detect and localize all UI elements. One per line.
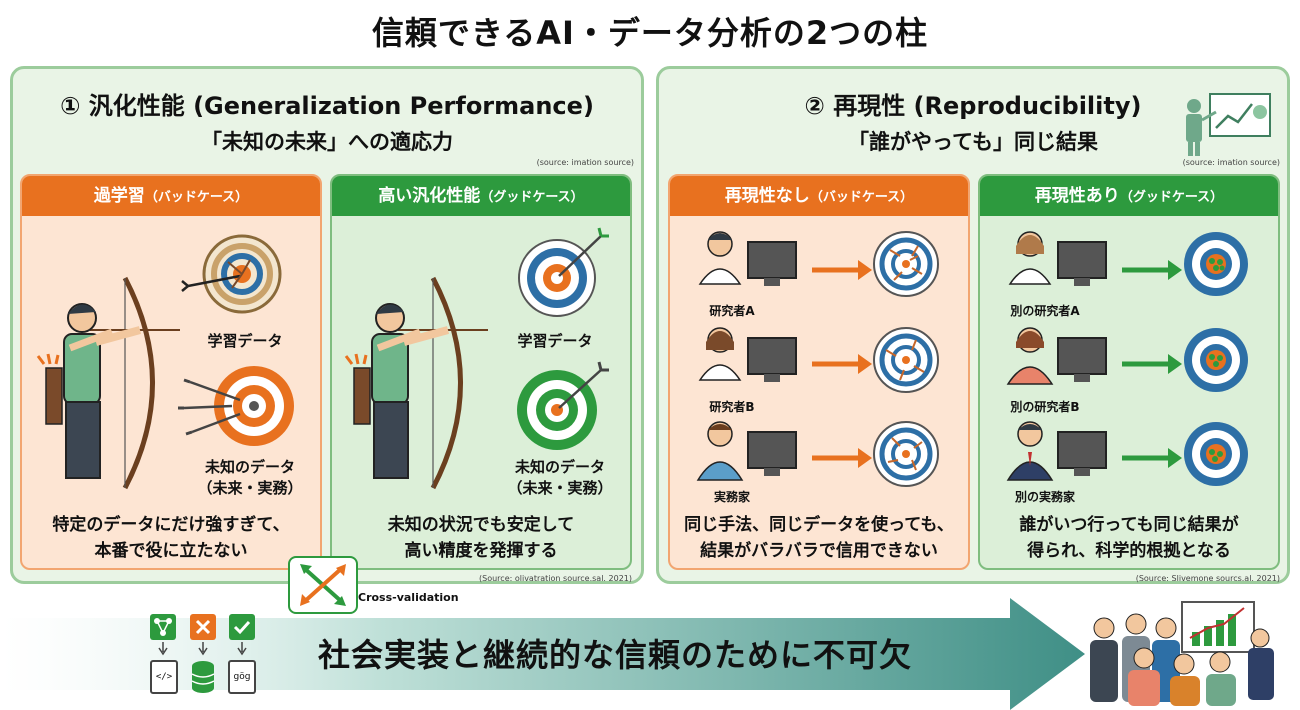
- unknown-data-label: 未知のデータ （未来・実務）: [507, 458, 613, 497]
- reproducibility-title: ② 再現性 (Reproducibility): [804, 92, 1142, 120]
- reproducibility-bottom-source: (Source: Slivemone sourcs.al. 2021): [1135, 574, 1280, 583]
- no-reproducibility-heading: 再現性なし（バッドケース）: [670, 176, 968, 216]
- team-presentation-illustration: [1090, 601, 1274, 706]
- banner-text: 社会実装と継続的な信頼のために不可欠: [318, 636, 913, 674]
- document-icon: gög: [228, 660, 256, 694]
- cross-validation-badge: [288, 556, 358, 614]
- researcher-row: [698, 231, 939, 297]
- overfitting-heading: 過学習（バッドケース）: [22, 176, 320, 216]
- unknown-target-icon: [178, 366, 294, 446]
- code-file-icon: </>: [150, 660, 178, 694]
- training-data-label: 学習データ: [207, 332, 283, 350]
- cross-arrows-icon: [300, 564, 346, 606]
- researcher-a-label: 研究者A: [709, 304, 755, 318]
- no-reproducibility-caption: 同じ手法、同じデータを使っても、 結果がバラバラで信用できない: [684, 515, 954, 561]
- researcher-row: [698, 327, 939, 393]
- generalization-subtitle: 「未知の未来」への適応力: [201, 130, 453, 154]
- practitioner-row: [696, 421, 939, 487]
- archer-illustration: [344, 276, 488, 490]
- training-target-icon: [518, 227, 609, 317]
- researcher-b-label: 研究者B: [709, 400, 755, 414]
- researcher-row: [1008, 231, 1248, 296]
- other-practitioner-label: 別の実務家: [1014, 490, 1075, 504]
- researcher-row: [1006, 327, 1248, 392]
- database-icon: [191, 661, 215, 693]
- reproducibility-good-caption: 誰がいつ行っても同じ結果が 得られ、科学的根拠となる: [1019, 515, 1239, 561]
- generalization-title: ① 汎化性能 (Generalization Performance): [60, 92, 594, 120]
- generalization-bottom-source: (Source: olivatration source.sal. 2021): [479, 574, 632, 583]
- other-researcher-a-label: 別の研究者A: [1010, 304, 1080, 318]
- generalization-good-heading: 高い汎化性能（グッドケース）: [332, 176, 630, 216]
- close-icon: [190, 614, 216, 640]
- reproducibility-source: (source: imation source): [1182, 158, 1280, 167]
- overfitting-caption: 特定のデータにだけ強すぎて、 本番で役に立たない: [52, 515, 290, 561]
- overfitting-card: 過学習（バッドケース）: [20, 174, 322, 570]
- check-icon: [229, 614, 255, 640]
- banner-arrow: [0, 598, 1085, 710]
- training-data-label: 学習データ: [517, 332, 593, 350]
- reproducibility-good-heading: 再現性あり（グッドケース）: [980, 176, 1278, 216]
- presentation-icon: [1186, 93, 1271, 156]
- generalization-good-caption: 未知の状況でも安定して 高い精度を発揮する: [387, 515, 575, 561]
- unknown-target-icon: [517, 361, 609, 450]
- cross-validation-label: Cross-validation: [358, 591, 459, 604]
- archer-illustration: [36, 276, 180, 490]
- down-arrows-icon: [158, 642, 247, 656]
- reproducibility-subtitle: 「誰がやっても」同じ結果: [848, 130, 1098, 154]
- network-icon: [150, 614, 176, 640]
- generalization-source: (source: imation source): [536, 158, 634, 167]
- other-researcher-b-label: 別の研究者B: [1010, 400, 1080, 414]
- training-target-icon: [181, 234, 282, 314]
- practitioner-row: [1006, 421, 1248, 486]
- unknown-data-label: 未知のデータ （未来・実務）: [197, 458, 303, 497]
- page-title: 信頼できるAI・データ分析の2つの柱: [371, 14, 929, 52]
- practitioner-label: 実務家: [713, 490, 750, 504]
